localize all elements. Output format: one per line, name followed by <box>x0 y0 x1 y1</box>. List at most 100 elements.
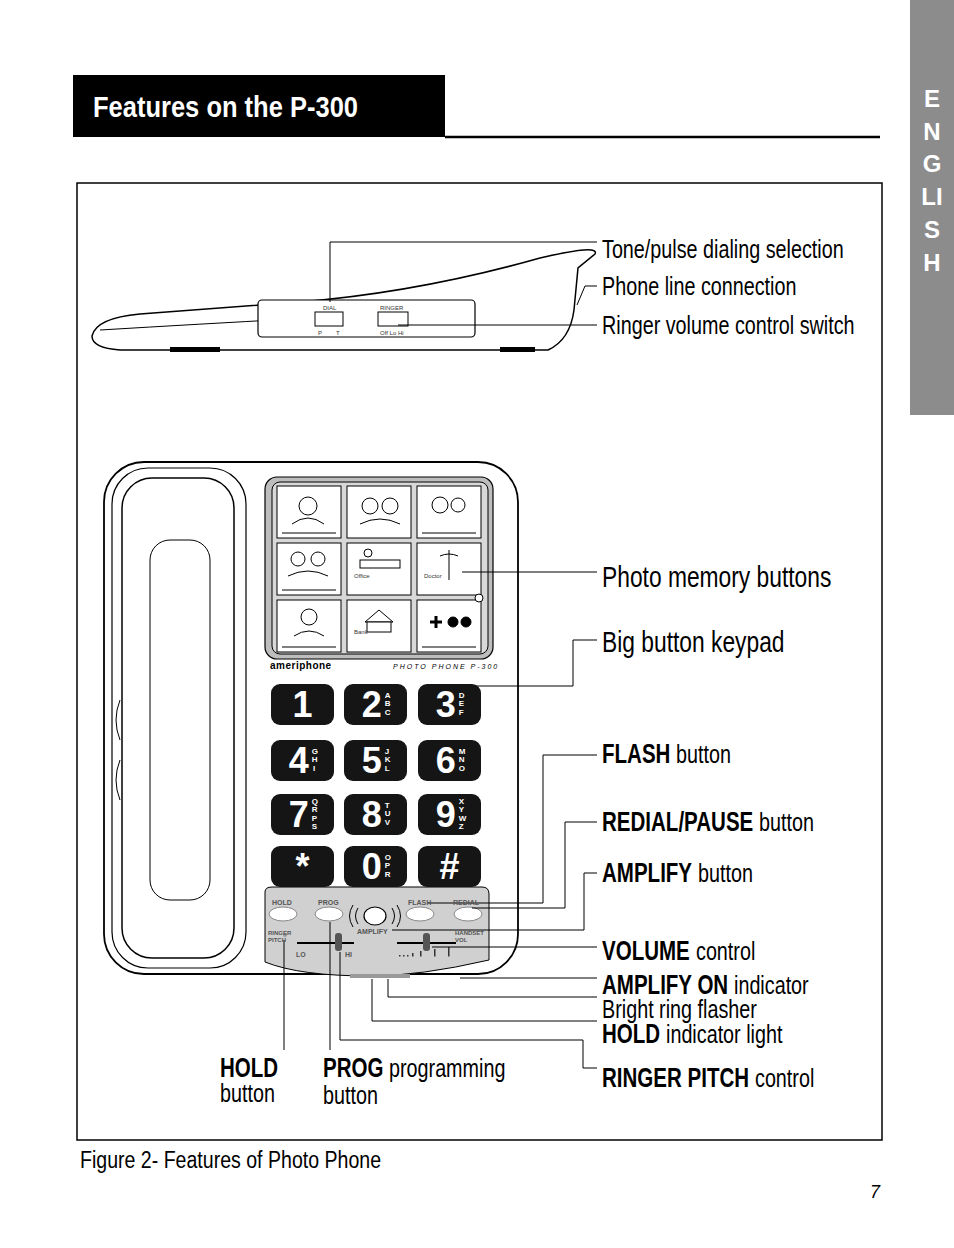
panel-label: HOLD <box>272 899 292 906</box>
callout: indicator light <box>666 1021 782 1047</box>
panel-label: HANDSET VOL <box>455 930 489 943</box>
handset <box>122 478 234 958</box>
switch-label: DIAL <box>323 305 336 311</box>
key-letters: QRPS <box>312 798 316 832</box>
callout: button <box>323 1082 378 1108</box>
panel-label: LO <box>296 951 306 958</box>
key-label: # <box>439 849 459 885</box>
title-rule <box>445 136 880 139</box>
handset-cradle <box>112 468 246 968</box>
callout-bold: REDIAL/PAUSE <box>602 809 753 836</box>
callout: Tone/pulse dialing selection <box>602 236 844 262</box>
key-letters: OPR <box>385 854 389 880</box>
key-label: 1 <box>292 687 312 723</box>
switch-label: P <box>318 330 322 336</box>
switch-label: Off Lo Hi <box>380 330 404 336</box>
amplify-waves <box>350 905 401 927</box>
key-label: ENGLISH <box>920 83 944 279</box>
keypad-key: # <box>418 846 481 887</box>
ring-flasher <box>350 974 410 978</box>
panel-label: AMPLIFY <box>357 928 388 935</box>
keypad-key: 0OPR <box>344 846 407 887</box>
indicator <box>475 594 483 602</box>
slider-knob <box>335 933 342 951</box>
callout: Big button keypad <box>602 627 785 657</box>
callout: button <box>698 860 753 886</box>
control-panel <box>265 887 489 976</box>
callout-bold: AMPLIFY <box>602 860 692 887</box>
keypad-key: 2ABC <box>344 684 407 725</box>
switch-label: T <box>336 330 340 336</box>
figure-frame <box>77 183 882 1140</box>
callout: Photo memory buttons <box>602 562 831 592</box>
slider-knob <box>423 933 430 951</box>
page-number: 7 <box>870 1183 880 1201</box>
brand-logo: ameriphone <box>270 661 332 671</box>
callout: button <box>759 809 814 835</box>
button-label: Doctor <box>424 573 442 579</box>
keypad-key: * <box>271 846 334 887</box>
callout: control <box>696 938 755 964</box>
amplify-button <box>364 907 386 925</box>
callout-bold: HOLD <box>602 1021 660 1048</box>
callout: button <box>676 741 731 767</box>
key-label: 9 <box>436 797 456 833</box>
callout: Bright ring flasher <box>602 996 757 1022</box>
photo-window <box>272 482 488 654</box>
figure-caption: Figure 2- Features of Photo Phone <box>80 1149 381 1172</box>
callout-bold: FLASH <box>602 741 670 768</box>
keypad-key: 1 <box>271 684 334 725</box>
callout-bold: RINGER PITCH <box>602 1065 749 1092</box>
key-letters: JKL <box>385 748 389 774</box>
panel-label: REDIAL <box>453 899 479 906</box>
key-label: 7 <box>289 797 309 833</box>
callout-bold: PROG <box>323 1055 383 1082</box>
panel-label: PROG <box>318 899 339 906</box>
keypad-key: 4GHI <box>271 740 334 781</box>
keypad-key: 5JKL <box>344 740 407 781</box>
callout: programming <box>389 1055 505 1081</box>
panel-label: FLASH <box>408 899 431 906</box>
foot <box>500 347 535 352</box>
callout: Ringer volume control switch <box>602 312 855 338</box>
phone-side-view <box>92 250 595 350</box>
key-label: 4 <box>289 743 309 779</box>
callout: button <box>220 1080 275 1106</box>
key-label: 8 <box>362 797 382 833</box>
photo-icons <box>282 497 476 647</box>
switch-panel <box>258 300 475 337</box>
leader-lines <box>284 242 597 1068</box>
handset-detail <box>116 700 120 800</box>
ringer-switch <box>378 312 408 326</box>
key-label: 0 <box>362 849 382 885</box>
panel-label: HI <box>345 951 352 958</box>
key-letters: GHI <box>312 748 316 774</box>
key-label: 6 <box>436 743 456 779</box>
model-name: PHOTO PHONE P-300 <box>393 663 499 670</box>
callout: Phone line connection <box>602 273 796 299</box>
language-tab: ENGLISH <box>910 0 954 415</box>
key-label: * <box>295 849 309 885</box>
keypad-key: 8TUV <box>344 794 407 835</box>
key-label: 2 <box>362 687 382 723</box>
switch-label: RINGER <box>380 305 403 311</box>
callout-bold: AMPLIFY ON <box>602 972 728 999</box>
key-letters: DEF <box>459 692 463 718</box>
button-label: Bank <box>354 629 368 635</box>
photo-panel <box>265 477 493 659</box>
volume-scale <box>399 947 450 957</box>
callout-bold: HOLD <box>220 1055 278 1082</box>
keypad-key: 6MNO <box>418 740 481 781</box>
photo-memory-buttons <box>277 486 481 652</box>
callout: control <box>755 1065 814 1091</box>
keypad-key: 3DEF <box>418 684 481 725</box>
keypad-key: 9XYWZ <box>418 794 481 835</box>
button-label: Office <box>354 573 370 579</box>
panel-label: RINGER PITCH <box>268 930 302 943</box>
key-letters: TUV <box>385 802 389 828</box>
keypad-key: 7QRPS <box>271 794 334 835</box>
dial-switch <box>315 312 343 326</box>
key-letters: ABC <box>385 692 389 718</box>
title: Features on the P-300 <box>93 90 358 124</box>
title-band: Features on the P-300 <box>73 75 445 137</box>
